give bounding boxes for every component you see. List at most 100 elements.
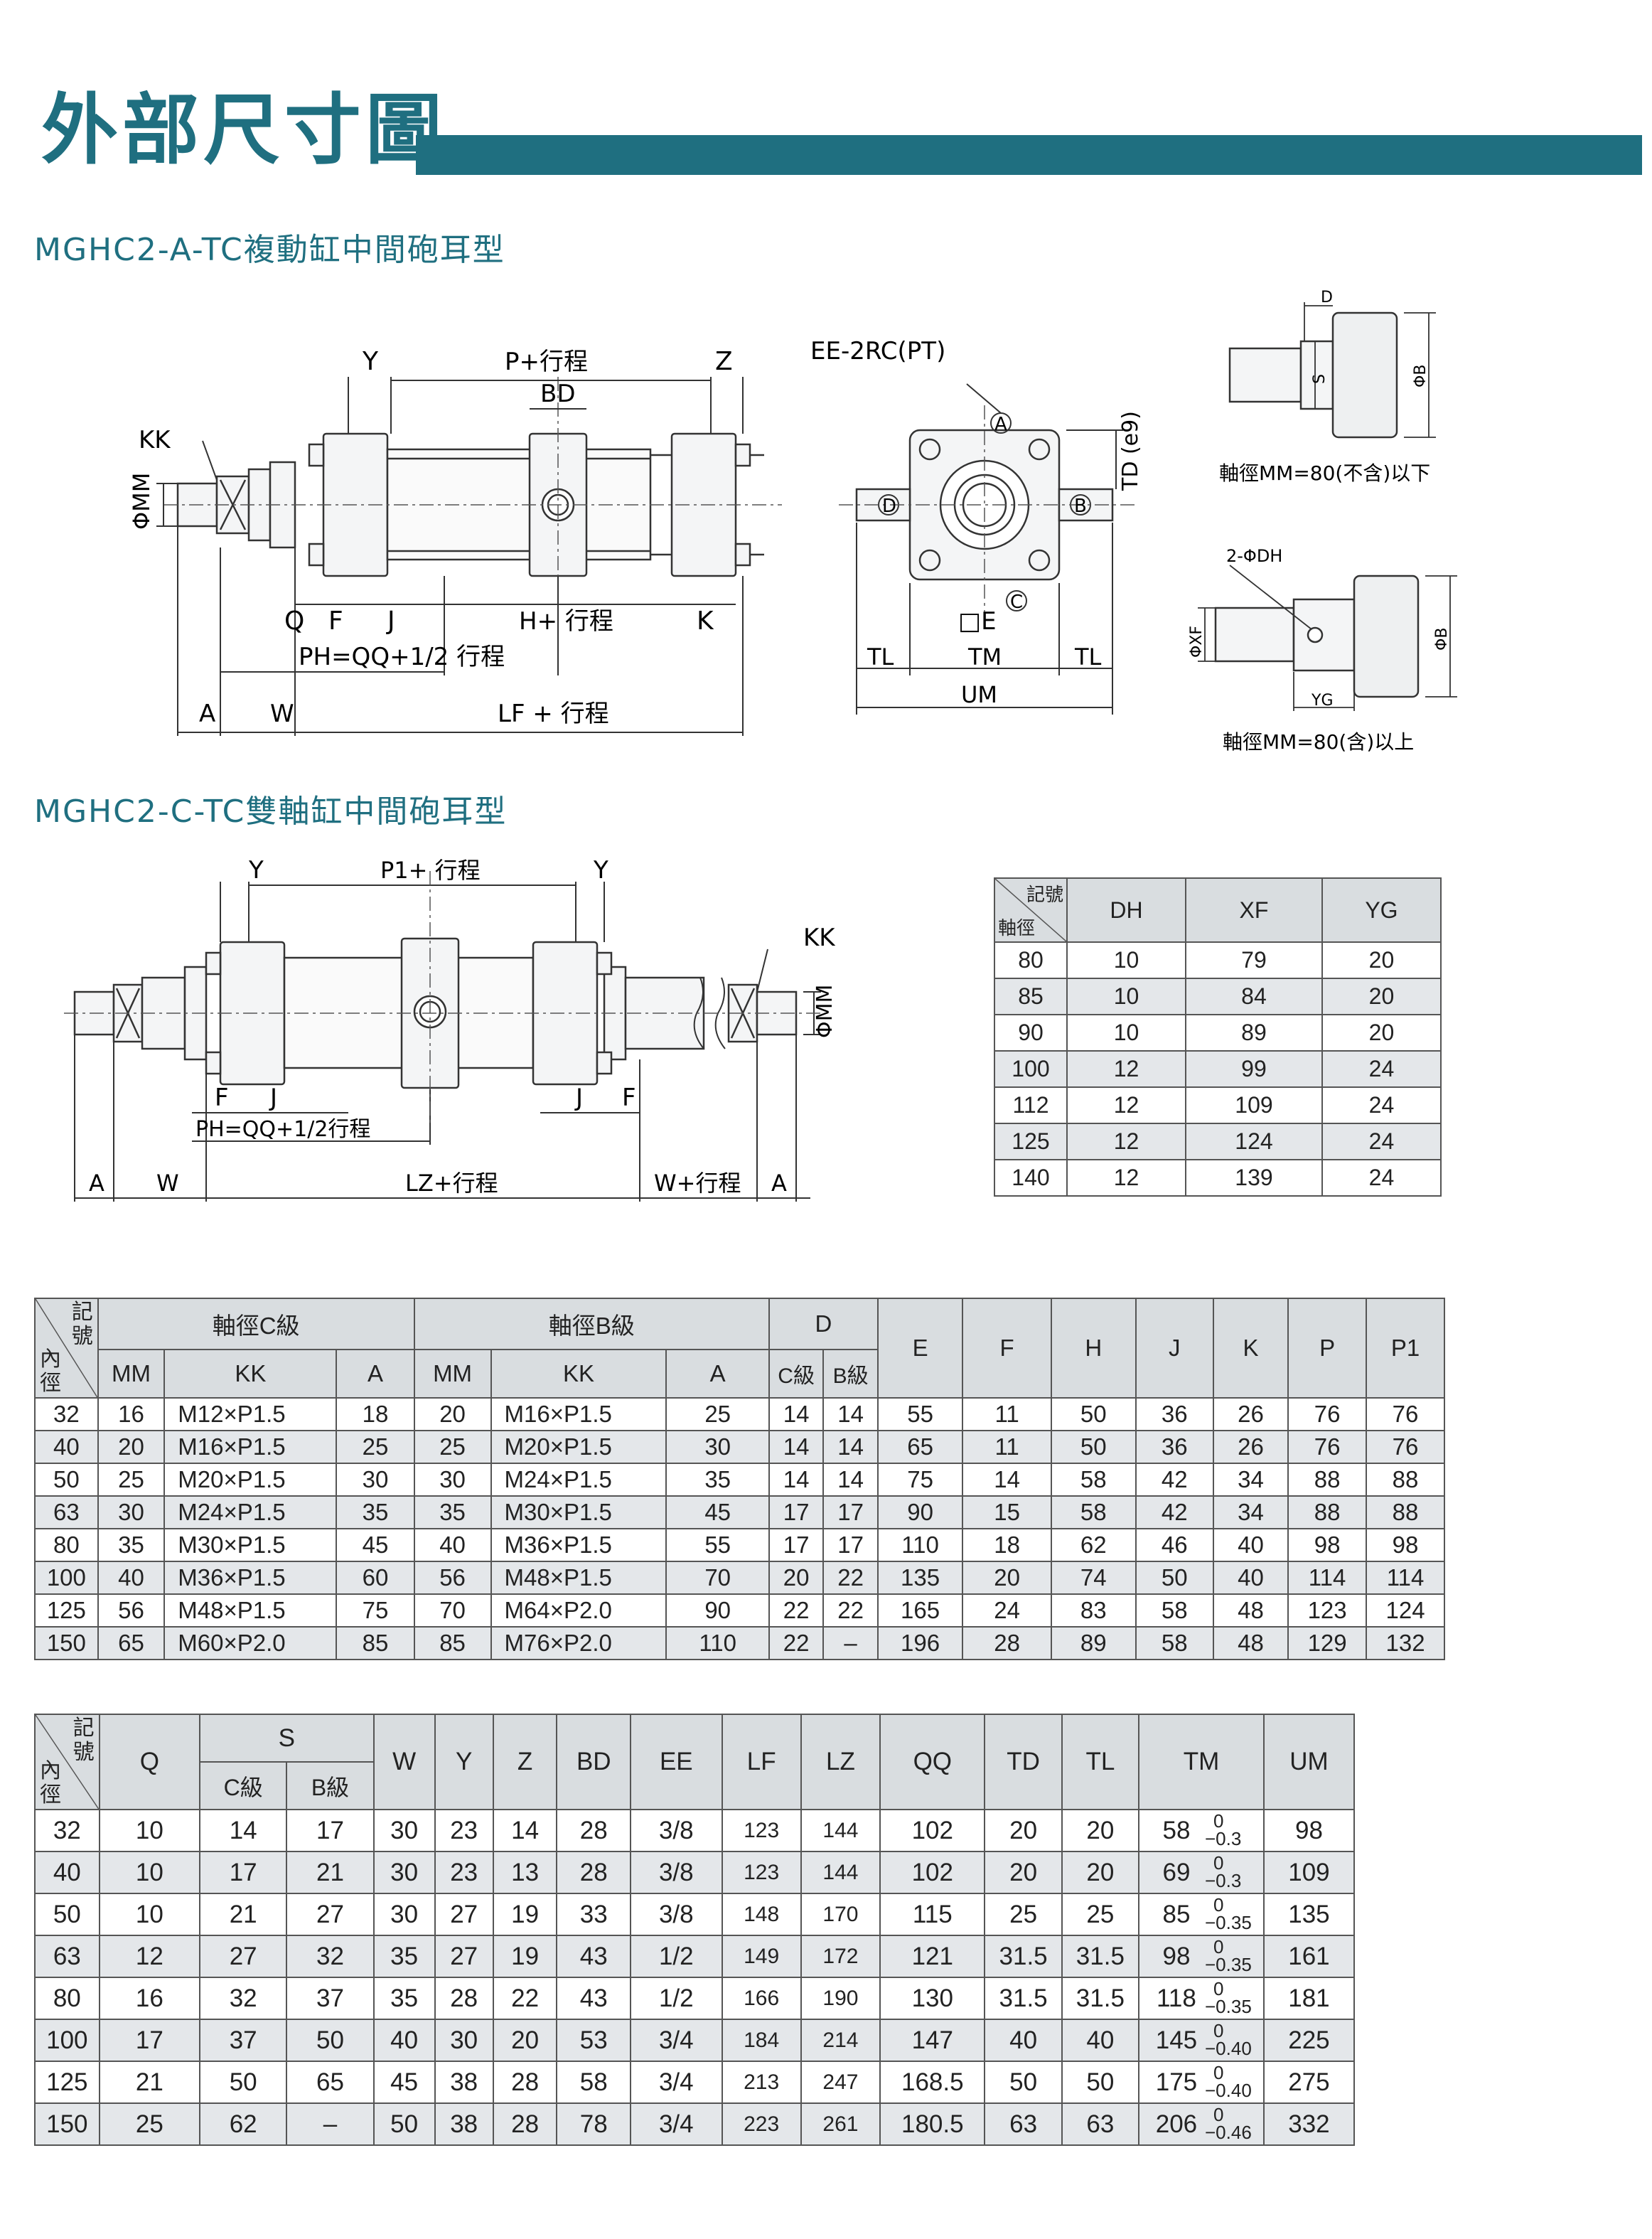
end-ee: EE-2RC(PT)	[810, 337, 945, 365]
table-cell: 100	[34, 2019, 100, 2062]
table-cell: 32	[34, 1397, 99, 1431]
table-cell: 14	[199, 1809, 288, 1852]
table-cell: 16	[98, 1977, 201, 2020]
table-cell: 125	[34, 1593, 99, 1628]
table-cell: 65	[876, 1430, 964, 1464]
table-cell: 50	[372, 2102, 436, 2146]
table-cell: 62	[1050, 1528, 1137, 1562]
table-cell: 172	[800, 1935, 881, 1978]
dim-c-p1: P1+ 行程	[380, 857, 481, 884]
table-cell: 30	[372, 1893, 436, 1936]
table-cell: 14	[822, 1463, 879, 1497]
dim-c-mm: ΦMM	[812, 985, 837, 1038]
rod-large-dh: 2-ΦDH	[1226, 546, 1282, 566]
table-cell: 10	[98, 1851, 201, 1894]
tm-value: 98	[1162, 1942, 1191, 1970]
table-cell: 37	[286, 1977, 375, 2020]
table-cell: 190	[800, 1977, 881, 2020]
dim-h: H+ 行程	[519, 607, 613, 636]
table-cell: 10	[1066, 1014, 1187, 1052]
dim-p: P+行程	[505, 348, 588, 376]
table-cell: 20	[1061, 1809, 1140, 1852]
table-cell: 24	[962, 1593, 1052, 1628]
table-cell: 50	[1050, 1397, 1137, 1431]
table-cell: 98	[1262, 1809, 1356, 1852]
dim-c-y-left: Y	[248, 857, 264, 885]
table-cell: 88	[1366, 1495, 1445, 1529]
table-cell: 130	[879, 1977, 986, 2020]
table-cell: 17	[199, 1851, 288, 1894]
table-cell: 58	[1050, 1495, 1137, 1529]
rod-large-caption: 軸徑MM=80(含)以上	[1223, 730, 1414, 754]
table-cell: 3/8	[630, 1893, 723, 1936]
table-cell: 25	[665, 1397, 770, 1431]
f-header: F	[962, 1298, 1052, 1399]
dim-a: A	[199, 700, 215, 728]
table-cell: 75	[336, 1593, 415, 1628]
table-cell: M48×P1.5	[163, 1593, 338, 1628]
table-cell: 124	[1185, 1123, 1323, 1160]
table-cell: M76×P2.0	[490, 1626, 667, 1660]
table-cell: 50	[1061, 2061, 1140, 2104]
dim-y: Y	[362, 347, 379, 376]
table-cell: 50	[1050, 1430, 1137, 1464]
table-cell: 144	[800, 1809, 881, 1852]
table-cell: 58	[556, 2061, 632, 2104]
table-cell: 85	[336, 1626, 415, 1660]
table-cell: 50	[199, 2061, 288, 2104]
tm-upper-tol: 0	[1213, 1894, 1224, 1915]
table-cell: 102	[879, 1851, 986, 1894]
h-header: H	[1050, 1298, 1137, 1399]
table-cell: 14	[768, 1430, 825, 1464]
dim-j: J	[386, 606, 395, 636]
table-cell: 56	[413, 1561, 492, 1595]
tm-upper-tol: 0	[1213, 2062, 1224, 2083]
table-cell: 12	[1066, 1159, 1187, 1197]
table-cell: 30	[665, 1430, 770, 1464]
rod-end-large: 2-ΦDH ΦXF ΦB YG 軸徑MM=80(含)以上	[1188, 546, 1457, 754]
second-corner-top: 記號	[73, 1716, 95, 1764]
table-cell: 3/4	[630, 2019, 723, 2062]
table-cell: 98	[1287, 1528, 1368, 1562]
table-cell: 11	[962, 1430, 1052, 1464]
table-cell: 25	[97, 1463, 166, 1497]
table-cell: 45	[372, 2061, 436, 2104]
dim-kk: KK	[139, 426, 171, 454]
table-cell: 31.5	[984, 1977, 1063, 2020]
s-group-header: S	[199, 1714, 375, 1763]
table-cell: 17	[768, 1495, 825, 1529]
table-cell: 18	[336, 1397, 415, 1431]
table-cell: 149	[721, 1935, 802, 1978]
table-cell: 161	[1262, 1935, 1356, 1978]
table-cell: 84	[1185, 978, 1323, 1015]
yg-header: YG	[1321, 877, 1442, 943]
tm-upper-tol: 0	[1213, 1978, 1224, 1999]
table-cell: 28	[556, 1809, 632, 1852]
tm-value: 206	[1155, 2110, 1198, 2138]
tm-lower-tol: −0.3	[1205, 1828, 1242, 1849]
z-header: Z	[492, 1714, 558, 1810]
tm-upper-tol: 0	[1213, 1852, 1224, 1874]
end-tl-left: TL	[867, 643, 894, 670]
table-cell: 88	[1287, 1495, 1368, 1529]
table-cell: 24	[1321, 1086, 1442, 1124]
table-cell: 98	[1366, 1528, 1445, 1562]
table-cell: 40	[984, 2019, 1063, 2062]
table-cell: 36	[1135, 1430, 1214, 1464]
table-cell: M20×P1.5	[163, 1463, 338, 1497]
table-cell: 70	[413, 1593, 492, 1628]
table-cell: 225	[1262, 2019, 1356, 2062]
table-cell: 165	[876, 1593, 964, 1628]
tm-value: 175	[1155, 2068, 1198, 2096]
table-cell: 42	[1135, 1495, 1214, 1529]
table-cell: 17	[286, 1809, 375, 1852]
table-cell: 181	[1262, 1977, 1356, 2020]
tm-value: 69	[1162, 1858, 1191, 1886]
